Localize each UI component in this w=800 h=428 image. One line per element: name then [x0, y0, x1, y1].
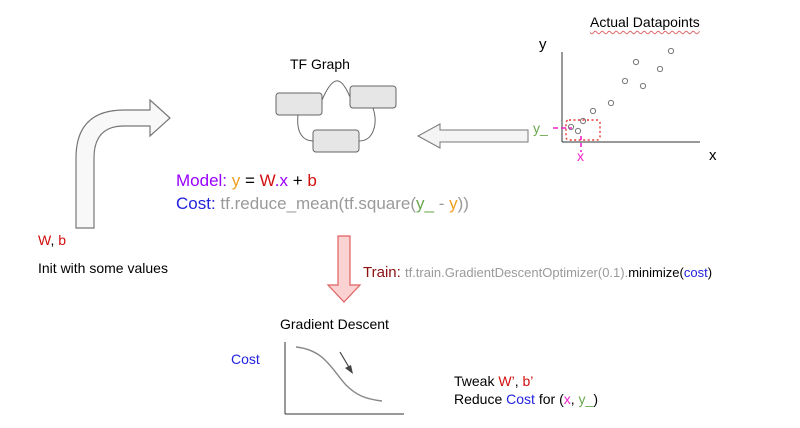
graph-edge-2 — [297, 114, 314, 142]
reduce-sep: , — [570, 391, 575, 407]
init-var-b: b — [58, 232, 67, 248]
graph-edge-1 — [321, 80, 351, 101]
model-y: y — [231, 171, 241, 190]
datapoints-x-axis-label: x — [709, 147, 717, 164]
datapoints-to-graph-arrow — [416, 123, 529, 149]
datapoint — [639, 82, 647, 90]
datapoint — [632, 58, 640, 66]
datapoint — [621, 77, 629, 85]
tweak-b: b’ — [522, 373, 534, 389]
tweak-comma: , — [514, 373, 519, 389]
reduce-x: x — [563, 391, 571, 407]
gradient-title: Gradient Descent — [280, 316, 389, 332]
sample-y-label: y_ — [533, 120, 548, 136]
model-eq: = — [245, 171, 255, 190]
datapoint — [607, 99, 615, 107]
reduce-for: for ( — [538, 391, 564, 407]
graph-node-2 — [349, 85, 397, 109]
reduce-line: Reduce Cost for (x, y_) — [454, 391, 598, 407]
model-equation: Model: y = W.x + b — [176, 171, 317, 191]
datapoint — [567, 123, 575, 131]
init-var-w: W — [38, 232, 51, 248]
graph-node-3 — [312, 129, 360, 153]
cost-fn-square: tf.square( — [344, 194, 417, 213]
datapoint — [574, 127, 582, 135]
reduce-close: ) — [593, 391, 598, 407]
tweak-prefix: Tweak — [454, 373, 495, 389]
model-label: Model: — [176, 171, 228, 190]
model-dotx: .x — [274, 171, 289, 190]
datapoint — [589, 107, 597, 115]
cost-close: )) — [457, 194, 469, 213]
cost-minus: - — [438, 194, 445, 213]
tweak-line: Tweak W’, b’ — [454, 373, 533, 389]
datapoints-title: Actual Datapoints — [590, 14, 700, 30]
train-line: Train: tf.train.GradientDescentOptimizer… — [363, 264, 712, 281]
graph-node-1 — [275, 92, 323, 116]
cost-label: Cost: — [176, 194, 216, 213]
train-label: Train: — [363, 264, 401, 281]
datapoints-y-axis-label: y — [539, 36, 547, 53]
cost-fn-reduce-mean: tf.reduce_mean( — [220, 194, 345, 213]
sample-highlight-box — [565, 119, 601, 141]
gd-descent-arrow — [339, 351, 351, 370]
model-b: b — [307, 171, 317, 190]
tweak-w: W’ — [498, 373, 515, 389]
cost-y: y — [449, 194, 458, 213]
train-fn: tf.train.GradientDescentOptimizer(0.1). — [404, 265, 629, 280]
train-method: minimize( — [628, 265, 684, 280]
reduce-y-underscore: y_ — [578, 391, 594, 407]
cost-y-underscore: y_ — [416, 194, 434, 213]
graph-title: TF Graph — [290, 56, 350, 72]
reduce-prefix: Reduce — [454, 391, 503, 407]
graph-edge-3 — [358, 107, 376, 142]
cost-equation: Cost: tf.reduce_mean(tf.square(y_ - y)) — [176, 194, 469, 214]
gradient-cost-label: Cost — [231, 351, 260, 367]
train-down-arrow — [326, 235, 362, 303]
init-vars: W, b — [38, 232, 66, 248]
curved-flow-arrow — [75, 98, 171, 229]
init-comma: , — [50, 232, 55, 248]
gd-cost-curve — [295, 346, 383, 402]
datapoint — [656, 65, 664, 73]
sample-x-label: x — [577, 148, 584, 164]
gd-descent-arrowhead — [345, 365, 353, 374]
init-text: Init with some values — [38, 260, 168, 276]
train-close: ) — [707, 265, 713, 280]
datapoint — [667, 47, 675, 55]
model-plus: + — [292, 171, 303, 190]
train-arg: cost — [683, 265, 708, 280]
reduce-cost: Cost — [506, 391, 535, 407]
model-w: W — [259, 171, 275, 190]
datapoint — [579, 117, 587, 125]
